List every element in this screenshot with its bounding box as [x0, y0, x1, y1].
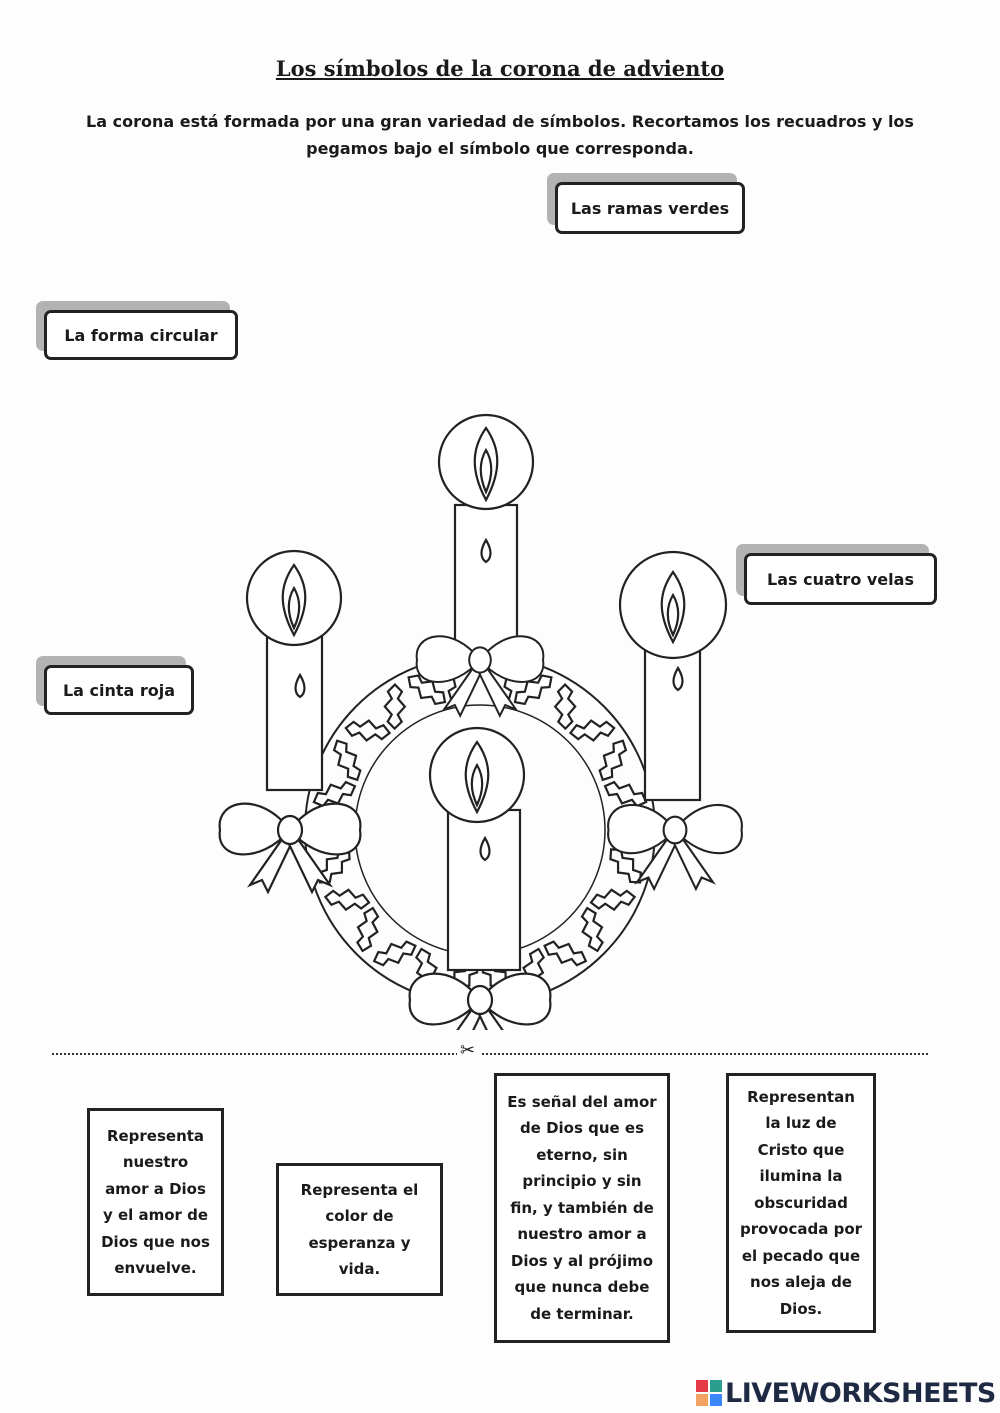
- holly-leaf: [603, 780, 648, 808]
- label-la-forma-circular[interactable]: La forma circular: [44, 310, 238, 360]
- candle-front-center: [428, 726, 526, 972]
- holly-leaf: [383, 683, 407, 731]
- candle-left: [245, 549, 343, 792]
- card-amor-eterno[interactable]: Es señal del amor de Dios que es eterno,…: [494, 1073, 670, 1343]
- card-amor-de-dios[interactable]: Representa nuestro amor a Dios y el amor…: [87, 1108, 224, 1296]
- holly-leaf: [312, 780, 357, 808]
- holly-leaf: [598, 739, 628, 782]
- holly-leaf: [332, 739, 362, 782]
- holly-leaf: [344, 719, 392, 742]
- scissors-icon: ✂: [460, 1040, 476, 1061]
- label-la-cinta-roja[interactable]: La cinta roja: [44, 665, 194, 715]
- bow: [218, 802, 362, 895]
- logo-text: LIVEWORKSHEETS: [725, 1377, 996, 1409]
- holly-leaf: [513, 674, 553, 706]
- holly-leaf: [372, 940, 417, 967]
- worksheet-title: Los símbolos de la corona de adviento: [275, 56, 725, 81]
- holly-leaf: [323, 888, 371, 912]
- candle-right: [618, 550, 728, 802]
- holly-leaf: [318, 848, 351, 884]
- bow: [408, 972, 552, 1030]
- holly-leaf: [568, 719, 616, 742]
- holly-leaf: [543, 940, 588, 967]
- bow: [607, 803, 743, 892]
- liveworksheets-logo: LIVEWORKSHEETS: [696, 1377, 996, 1409]
- holly-leaf: [356, 906, 380, 953]
- card-esperanza-y-vida[interactable]: Representa el color de esperanza y vida.: [276, 1163, 443, 1296]
- label-las-ramas-verdes[interactable]: Las ramas verdes: [555, 182, 745, 234]
- candle-back-center: [437, 413, 535, 657]
- ribbon-bows: [218, 635, 743, 1030]
- label-las-cuatro-velas[interactable]: Las cuatro velas: [744, 553, 937, 605]
- cut-line: [52, 1053, 930, 1055]
- worksheet-instructions: La corona está formada por una gran vari…: [86, 112, 914, 158]
- holly-leaf: [580, 906, 604, 953]
- holly-leaf: [553, 683, 577, 731]
- card-luz-de-cristo[interactable]: Representan la luz de Cristo que ilumina…: [726, 1073, 876, 1333]
- holly-leaf: [609, 848, 642, 884]
- advent-wreath-illustration: [218, 413, 743, 1030]
- holly-leaf: [589, 888, 637, 912]
- logo-squares-icon: [696, 1380, 722, 1406]
- holly-leaf: [407, 674, 447, 706]
- bow: [415, 635, 545, 719]
